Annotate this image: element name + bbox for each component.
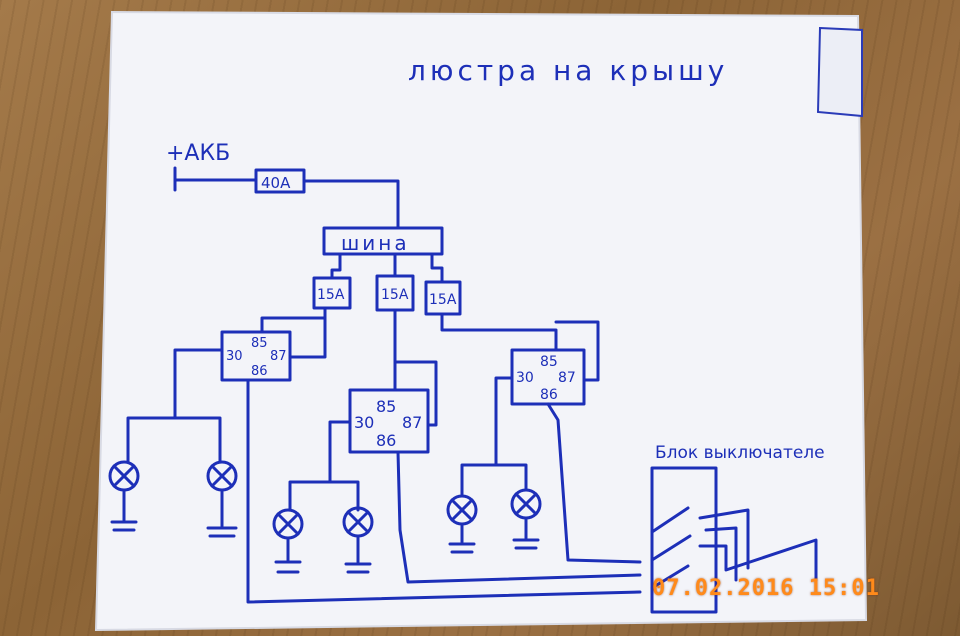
switch-block-box [650, 466, 718, 614]
lamp-5 [446, 494, 478, 554]
fuse3-to-relay3-wire [440, 312, 558, 352]
relay2-pin-86: 86 [376, 431, 396, 450]
fuse-label-2: 15А [381, 287, 409, 303]
relay2-lamp-left-feed [288, 480, 332, 512]
switch-output-1 [698, 508, 750, 570]
relay2-30-to-lamps-wire [328, 420, 352, 484]
relay3-pin-86: 86 [540, 387, 558, 403]
photo-timestamp: 07.02.2016 15:01 [652, 576, 880, 601]
relay2-86-to-switch-wire [396, 450, 642, 584]
relay3-pin-87: 87 [558, 370, 576, 386]
relay2-lamp-right-feed [328, 480, 360, 512]
lamp-4 [342, 506, 374, 574]
relay1-pin-86: 86 [251, 364, 268, 379]
switch-3-lever [650, 564, 690, 590]
lamp-2 [206, 460, 238, 538]
relay2-pin-85: 85 [376, 397, 396, 416]
relay1-lamp-left-feed [126, 416, 177, 464]
lamp-6 [510, 488, 542, 550]
relay3-lamp-left-feed [460, 463, 498, 497]
diagram-title: люстра на крышу [408, 54, 728, 87]
lamp-1 [108, 460, 140, 532]
relay1-30-to-lamps-wire [173, 348, 224, 420]
bus-to-fuse1-wire [330, 252, 342, 280]
lamp-3 [272, 508, 304, 574]
relay2-pin-30: 30 [354, 413, 374, 432]
main-fuse-label: 40А [261, 174, 291, 192]
bus-bar-box [322, 226, 444, 256]
battery-label: +АКБ [166, 141, 230, 166]
switch-2-lever [650, 534, 692, 562]
switch-block-label: Блок выключателе [655, 443, 825, 463]
switch-output-3 [698, 538, 818, 582]
relay1-86-to-switch-wire [246, 378, 642, 604]
switch-1-lever [650, 506, 690, 534]
relay3-pin-30: 30 [516, 370, 534, 386]
relay3-lamp-right-feed [494, 463, 528, 492]
relay3-pin-85: 85 [540, 354, 558, 370]
relay3-30-to-lamps-wire [494, 376, 514, 467]
bus-to-fuse3-wire [430, 252, 444, 284]
switch-output-2 [704, 526, 738, 582]
relay1-pin-85: 85 [251, 336, 268, 351]
relay1-pin-30: 30 [226, 349, 243, 364]
main-fuse-to-bus-wire [302, 179, 400, 230]
relay1-pin-87: 87 [270, 349, 287, 364]
bus-label: шина [341, 231, 410, 255]
relay2-87-loop [393, 360, 438, 427]
paper-sheet [94, 10, 868, 632]
relay1-lamp-right-feed [173, 416, 222, 464]
relay1-87-loop [288, 306, 327, 359]
relay3-87-loop [554, 320, 600, 382]
relay2-pin-87: 87 [402, 413, 422, 432]
fuse-label-1: 15А [317, 287, 345, 303]
fuse-box-1 [312, 276, 352, 310]
relay3-86-to-switch-wire [546, 402, 642, 564]
fuse-label-3: 15А [429, 292, 457, 308]
paper-corner-sheet [816, 26, 863, 118]
